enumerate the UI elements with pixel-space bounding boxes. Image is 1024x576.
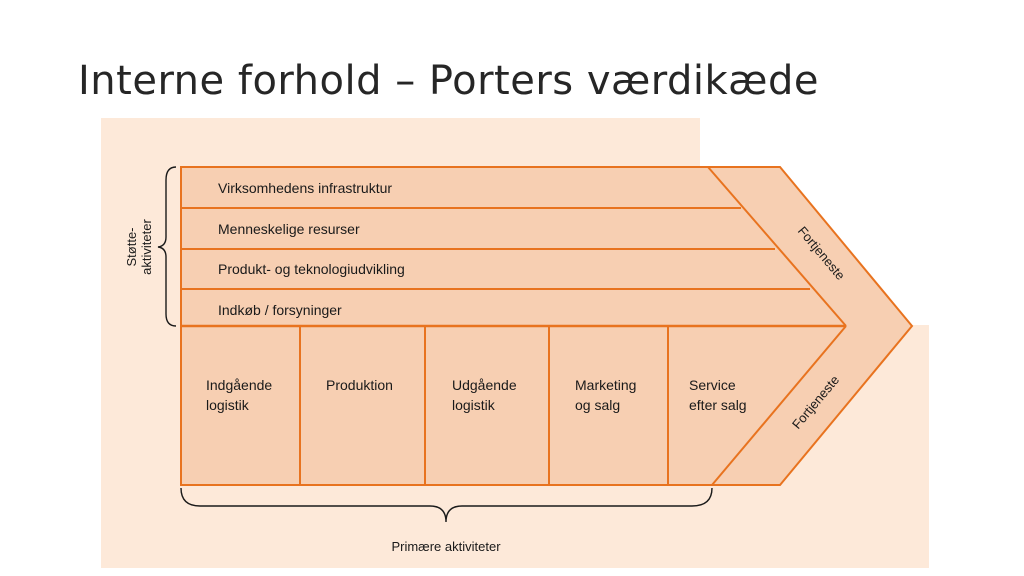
- primary-activity-service-line1: Service: [689, 377, 736, 393]
- primary-group-label: Primære aktiviteter: [391, 539, 501, 554]
- support-activity-infrastructure: Virksomhedens infrastruktur: [218, 180, 392, 196]
- primary-brace: [180, 487, 713, 523]
- primary-activity-service-line2: efter salg: [689, 397, 747, 413]
- margin-divider-bottom: [711, 325, 847, 486]
- margin-divider-top: [707, 166, 847, 327]
- support-group-label-line2: aktiviteter: [139, 219, 154, 275]
- primary-activity-inbound-line2: logistik: [206, 397, 250, 413]
- support-activity-technology: Produkt- og teknologiudvikling: [218, 261, 405, 277]
- support-brace: [157, 166, 177, 327]
- support-activity-hr: Menneskelige resurser: [218, 221, 360, 237]
- primary-activity-marketing-line1: Marketing: [575, 377, 636, 393]
- primary-activity-marketing-line2: og salg: [575, 397, 620, 413]
- support-group-label-line1: Støtte-: [124, 227, 139, 266]
- primary-activity-outbound-line2: logistik: [452, 397, 496, 413]
- support-group-label: Støtte- aktiviteter: [124, 219, 154, 275]
- primary-activity-outbound-line1: Udgående: [452, 377, 517, 393]
- primary-activity-operations: Produktion: [326, 377, 393, 393]
- support-activity-procurement: Indkøb / forsyninger: [218, 302, 342, 318]
- slide-title: Interne forhold – Porters værdikæde: [78, 58, 819, 104]
- primary-activity-inbound-line1: Indgående: [206, 377, 272, 393]
